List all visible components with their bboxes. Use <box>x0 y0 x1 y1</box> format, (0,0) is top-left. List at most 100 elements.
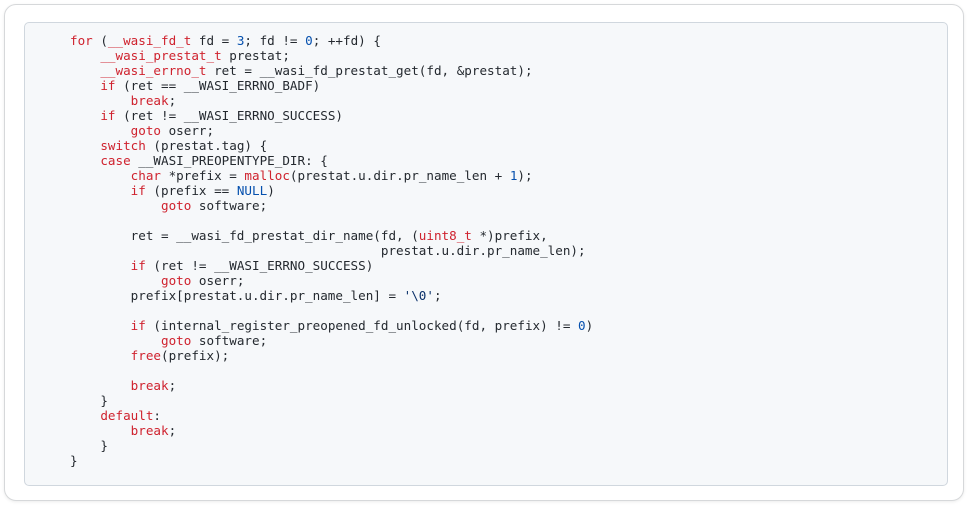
code-token: if <box>130 258 146 273</box>
code-token: ); <box>517 168 533 183</box>
code-line: break; <box>70 378 593 393</box>
code-line: } <box>70 453 593 468</box>
code-token: (prefix == <box>145 183 237 198</box>
code-token: __wasi_fd_t <box>107 33 192 48</box>
code-token <box>70 273 161 288</box>
code-token: prestat.u.dir.pr_name_len); <box>70 243 586 258</box>
code-line: if (internal_register_preopened_fd_unloc… <box>70 318 594 333</box>
code-token: if <box>130 183 146 198</box>
code-token <box>70 318 131 333</box>
code-token <box>70 183 131 198</box>
code-token: (ret != __WASI_ERRNO_SUCCESS) <box>115 108 343 123</box>
code-block: for (__wasi_fd_t fd = 3; fd != 0; ++fd) … <box>24 22 948 486</box>
code-token: break <box>130 93 169 108</box>
code-line: goto software; <box>70 198 593 213</box>
code-line: break; <box>70 93 593 108</box>
code-token: ; <box>168 93 177 108</box>
code-token: __wasi_prestat_t <box>100 48 222 63</box>
code-token: fd = <box>191 33 237 48</box>
code-token: (prestat.tag) { <box>145 138 268 153</box>
code-line: case __WASI_PREOPENTYPE_DIR: { <box>70 153 593 168</box>
code-token: oserr; <box>161 123 215 138</box>
code-token <box>70 198 161 213</box>
code-line: } <box>70 438 593 453</box>
code-line: if (ret == __WASI_ERRNO_BADF) <box>70 78 593 93</box>
code-token: ; ++fd) { <box>312 33 381 48</box>
code-token: malloc <box>244 168 290 183</box>
code-token: 1 <box>509 168 518 183</box>
code-token <box>70 423 131 438</box>
code-line: goto oserr; <box>70 123 593 138</box>
code-line: __wasi_errno_t ret = __wasi_fd_prestat_g… <box>70 63 593 78</box>
code-token <box>70 378 131 393</box>
code-line: default: <box>70 408 593 423</box>
code-token: ) <box>585 318 594 333</box>
code-token: goto <box>161 333 192 348</box>
code-line: } <box>70 393 593 408</box>
code-line: goto oserr; <box>70 273 593 288</box>
code-token <box>70 108 100 123</box>
code-token <box>70 168 131 183</box>
code-token: if <box>130 318 146 333</box>
code-token: software; <box>191 198 268 213</box>
code-line: for (__wasi_fd_t fd = 3; fd != 0; ++fd) … <box>70 33 593 48</box>
code-token: switch <box>100 138 146 153</box>
code-token: for <box>70 33 93 48</box>
code-token: __wasi_errno_t <box>100 63 207 78</box>
code-token: (internal_register_preopened_fd_unlocked… <box>145 318 579 333</box>
code-line <box>70 363 593 378</box>
code-token: __WASI_PREOPENTYPE_DIR: { <box>130 153 328 168</box>
code-line: if (prefix == NULL) <box>70 183 593 198</box>
code-line: prestat.u.dir.pr_name_len); <box>70 243 593 258</box>
code-token: (ret != __WASI_ERRNO_SUCCESS) <box>145 258 374 273</box>
code-token: } <box>70 393 108 408</box>
code-token: 0 <box>305 33 313 48</box>
code-token <box>70 138 100 153</box>
code-token <box>70 78 100 93</box>
code-token <box>70 48 100 63</box>
code-token: goto <box>161 273 192 288</box>
code-token <box>70 348 131 363</box>
code-token: char <box>130 168 162 183</box>
code-card: for (__wasi_fd_t fd = 3; fd != 0; ++fd) … <box>4 4 964 501</box>
code-token: : <box>153 408 162 423</box>
code-text: for (__wasi_fd_t fd = 3; fd != 0; ++fd) … <box>70 33 593 468</box>
code-token: if <box>100 78 116 93</box>
code-line: free(prefix); <box>70 348 593 363</box>
code-token: if <box>100 108 116 123</box>
code-token: software; <box>191 333 268 348</box>
code-token <box>70 123 131 138</box>
code-line: prefix[prestat.u.dir.pr_name_len] = '\0'… <box>70 288 593 303</box>
code-token: (ret == __WASI_ERRNO_BADF) <box>115 78 321 93</box>
code-token: *prefix = <box>161 168 245 183</box>
code-token: break <box>130 423 169 438</box>
code-token <box>70 93 131 108</box>
code-token: free <box>130 348 162 363</box>
code-line: if (ret != __WASI_ERRNO_SUCCESS) <box>70 258 593 273</box>
code-token: NULL <box>236 183 268 198</box>
code-token: oserr; <box>191 273 245 288</box>
code-line: break; <box>70 423 593 438</box>
code-line: switch (prestat.tag) { <box>70 138 593 153</box>
code-line: char *prefix = malloc(prestat.u.dir.pr_n… <box>70 168 593 183</box>
code-token: ; <box>168 423 177 438</box>
code-line: goto software; <box>70 333 593 348</box>
code-line: __wasi_prestat_t prestat; <box>70 48 593 63</box>
code-token: ret = __wasi_fd_prestat_dir_name(fd, ( <box>70 228 419 243</box>
code-token <box>70 408 100 423</box>
code-token: goto <box>130 123 162 138</box>
code-token: ; fd != <box>244 33 306 48</box>
code-token <box>70 258 131 273</box>
code-token: } <box>70 453 78 468</box>
code-line: ret = __wasi_fd_prestat_dir_name(fd, (ui… <box>70 228 593 243</box>
code-token: ( <box>92 33 108 48</box>
code-token: ret = __wasi_fd_prestat_get(fd, &prestat… <box>206 63 533 78</box>
code-token: *)prefix, <box>471 228 548 243</box>
code-token <box>70 153 100 168</box>
code-token: ) <box>267 183 275 198</box>
code-line <box>70 303 593 318</box>
code-token: prestat; <box>221 48 290 63</box>
code-token: uint8_t <box>418 228 472 243</box>
code-token: 3 <box>236 33 245 48</box>
code-token: ; <box>433 288 442 303</box>
